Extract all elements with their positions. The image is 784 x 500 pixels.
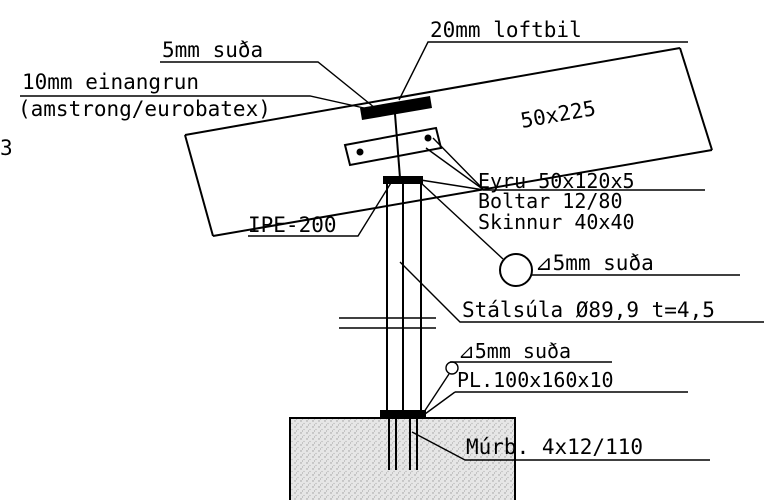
label-plate-2: Boltar 12/80 (478, 189, 623, 213)
label-base-plate: PL.100x160x10 (457, 368, 614, 392)
steel-column (339, 184, 436, 412)
fin-plate (343, 126, 443, 167)
label-ipe: IPE-200 (248, 213, 337, 237)
column-cap (383, 176, 423, 184)
anchor-bolts (388, 419, 418, 470)
label-plate-1: Eyru 50x120x5 (478, 169, 635, 193)
label-anchor: Múrb. 4x12/110 (466, 435, 643, 459)
concrete-footing (289, 417, 516, 500)
label-weld-top: 5mm suða (162, 38, 263, 62)
label-air-gap: 20mm loftbil (430, 18, 582, 42)
label-insulation-1: 10mm einangrun (22, 70, 199, 94)
label-plate-3: Skinnur 40x40 (478, 210, 635, 234)
label-weld-mid: ⊿5mm suða (535, 251, 654, 275)
timber-beam (184, 47, 713, 237)
base-plate (380, 410, 426, 419)
label-insulation-2: (amstrong/eurobatex) (18, 97, 271, 121)
leader-lines (20, 41, 764, 461)
label-section-mark: 3 (0, 136, 13, 160)
label-beam-size: 50x225 (519, 96, 598, 133)
label-weld-bottom: ⊿5mm suða (458, 339, 571, 363)
ipe-section-top (360, 96, 432, 179)
weld-symbol-circle (499, 253, 533, 287)
label-column: Stálsúla Ø89,9 t=4,5 (462, 298, 715, 322)
